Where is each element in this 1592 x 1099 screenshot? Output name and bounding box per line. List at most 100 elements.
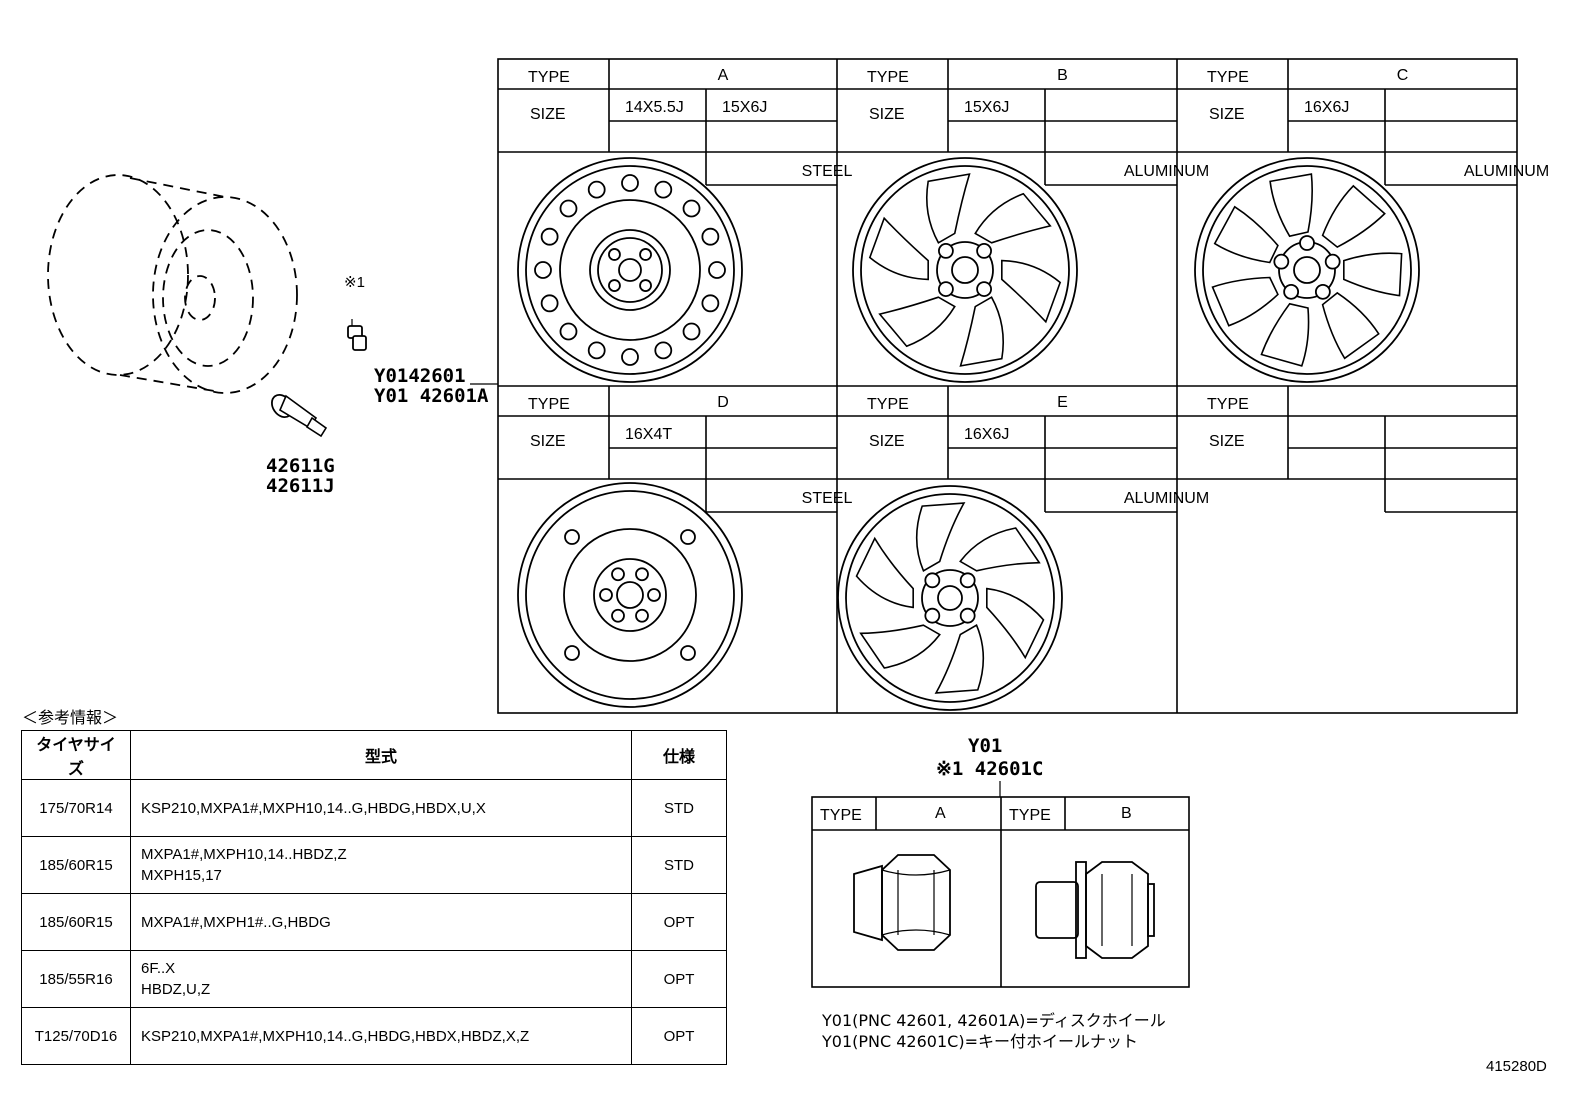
size-value-1: 14X5.5J (625, 99, 684, 116)
vent-hole (682, 199, 701, 218)
lug-hole (608, 279, 621, 292)
lug-hole (959, 572, 976, 589)
hub-slot (647, 588, 661, 602)
window-cutout (1213, 205, 1279, 264)
window-cutout (878, 296, 956, 348)
model-line: HBDZ,U,Z (141, 981, 211, 998)
nut-ref-mark: ※1 (344, 274, 365, 291)
window-cutout (915, 502, 966, 572)
wheel-pnc-2[interactable]: Y01 42601A (374, 385, 489, 407)
lug-hole (959, 607, 976, 624)
valve-stem-icon[interactable] (268, 391, 328, 438)
size-label: SIZE (1209, 433, 1245, 450)
wheel-pnc-1[interactable]: Y0142601 (374, 365, 466, 387)
tire-size-cell: T125/70D16 (21, 1007, 131, 1065)
lug-hole (938, 281, 954, 297)
window-cutout (1321, 291, 1380, 360)
size-label: SIZE (530, 433, 566, 450)
valve-pnc-2[interactable]: 42611J (266, 475, 335, 497)
hub-slot (611, 567, 625, 582)
table-row: 185/60R15 MXPA1#,MXPH1#..G,HBDG OPT (21, 893, 727, 951)
vent-hole (559, 199, 578, 218)
window-cutout (974, 192, 1052, 244)
reference-table: タイヤサイズ 型式 仕様 175/70R14 KSP210,MXPA1#,MXP… (21, 730, 727, 1065)
material-label: ALUMINUM (1464, 163, 1549, 180)
nut-type-grid (811, 796, 1190, 988)
nut-pnc[interactable]: ※1 42601C (936, 758, 1043, 780)
window-cutout (1343, 252, 1403, 297)
window-cutout (959, 527, 1041, 572)
vent-hole (621, 174, 639, 192)
wheel-type-grid (497, 58, 1518, 714)
model-line: KSP210,MXPA1#,MXPH10,14..G,HBDG,HBDX,HBD… (141, 1027, 530, 1045)
diagram-number: 415280D (1486, 1058, 1547, 1075)
nut-type-a-label: TYPE (820, 807, 862, 824)
vent-hole (564, 529, 580, 545)
size-label: SIZE (530, 106, 566, 123)
header-model: 型式 (130, 730, 632, 780)
wheel-c-alloy-drawing (1194, 157, 1420, 383)
spec-cell: OPT (631, 893, 727, 951)
table-row: 175/70R14 KSP210,MXPA1#,MXPH10,14..G,HBD… (21, 779, 727, 837)
spec-cell: STD (631, 779, 727, 837)
type-value: B (1057, 67, 1068, 84)
hub-slot (599, 588, 613, 602)
spec-cell: STD (631, 836, 727, 894)
reference-header-row: タイヤサイズ 型式 仕様 (21, 730, 727, 780)
type-label: TYPE (867, 396, 909, 413)
window-cutout (1260, 302, 1310, 367)
size-label: SIZE (869, 433, 905, 450)
type-label: TYPE (528, 69, 570, 86)
lug-hole (1299, 235, 1315, 251)
nut-group-label: Y01 (968, 735, 1002, 757)
reference-caption: ＜参考情報＞ (22, 708, 119, 727)
hub-slot (635, 567, 649, 582)
vent-hole (654, 341, 673, 360)
spec-cell: OPT (631, 1007, 727, 1065)
vent-hole (540, 227, 559, 246)
model-cell: KSP210,MXPA1#,MXPH10,14..G,HBDG,HBDX,U,X (130, 779, 632, 837)
window-cutout (1211, 276, 1279, 327)
size-label: SIZE (1209, 106, 1245, 123)
header-spec: 仕様 (631, 730, 727, 780)
lug-hole (976, 281, 992, 297)
table-row: T125/70D16 KSP210,MXPA1#,MXPH10,14..G,HB… (21, 1007, 727, 1065)
type-label: TYPE (867, 69, 909, 86)
lug-hole (924, 572, 941, 589)
window-cutout (959, 296, 1005, 367)
wheel-d-steel-spare-drawing (517, 482, 743, 708)
wheel-a-steel-drawing (517, 157, 743, 383)
material-label: ALUMINUM (1124, 490, 1209, 507)
model-line: KSP210,MXPA1#,MXPH10,14..G,HBDG,HBDX,U,X (141, 799, 486, 817)
model-cell: KSP210,MXPA1#,MXPH10,14..G,HBDG,HBDX,HBD… (130, 1007, 632, 1065)
lug-hole (976, 243, 992, 259)
lug-nut-small-icon[interactable] (347, 319, 367, 351)
size-value-1: 15X6J (964, 99, 1009, 116)
type-value: C (1397, 67, 1409, 84)
valve-pnc-1[interactable]: 42611G (266, 455, 335, 477)
vent-hole (540, 294, 559, 313)
size-value-1: 16X4T (625, 426, 672, 443)
vent-hole (587, 341, 606, 360)
wheel-b-alloy-drawing (852, 157, 1078, 383)
size-label: SIZE (869, 106, 905, 123)
vent-hole (621, 348, 639, 366)
header-tire-size: タイヤサイズ (21, 730, 131, 780)
model-line: MXPA1#,MXPH10,14..HBDZ,Z (141, 846, 347, 863)
tire-outline-illustration (47, 174, 298, 394)
lug-hole (924, 607, 941, 624)
window-cutout (1001, 259, 1062, 324)
note-line-2: Y01(PNC 42601C)=キー付ホイールナット (822, 1032, 1138, 1051)
lug-hole (1324, 253, 1341, 270)
window-cutout (934, 624, 985, 694)
vent-hole (680, 645, 696, 661)
window-cutout (1269, 173, 1313, 238)
lug-nut-type-b-drawing (1035, 861, 1155, 959)
